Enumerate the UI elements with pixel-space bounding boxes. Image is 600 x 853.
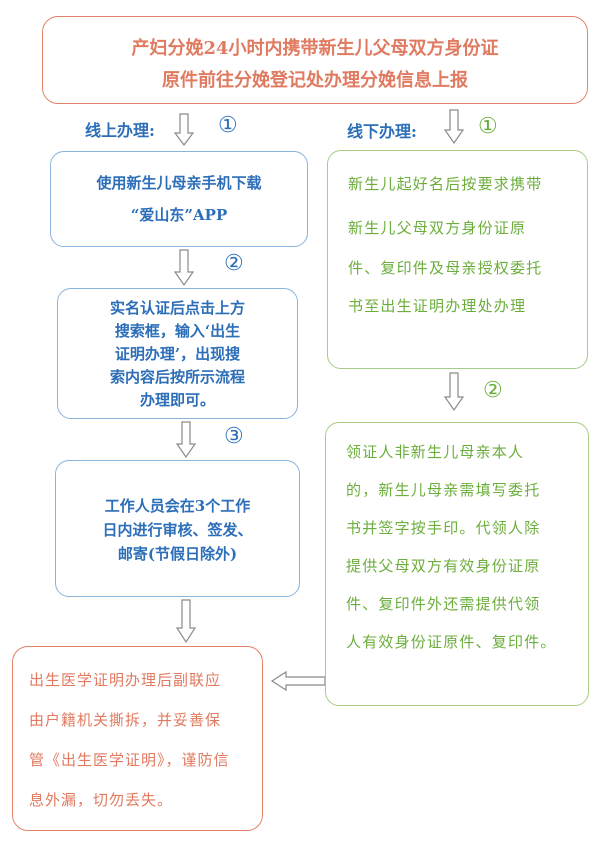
online-box-2: 实名认证后点击上方 搜索框，输入‘出生 证明办理’，出现搜 索内容后按所示流程 … — [57, 288, 298, 419]
offline-box-1: 新生儿起好名后按要求携带 新生儿父母双方身份证原 件、复印件及母亲授权委托 书至… — [327, 150, 588, 369]
offline-box-1-line: 新生儿起好名后按要求携带 — [348, 175, 543, 193]
online-box-1: 使用新生儿母亲手机下载 “爱山东”APP — [50, 151, 308, 247]
arrow-online-1 — [173, 113, 195, 146]
offline-box-2-line: 的，新生儿母亲需填写委托 — [346, 481, 541, 499]
online-step-2: ② — [224, 251, 244, 276]
online-box-3-line: 工作人员会在3个工作 — [104, 497, 251, 515]
online-box-2-line: 实名认证后点击上方 — [109, 299, 245, 317]
final-notice-box: 出生医学证明办理后副联应 由户籍机关撕拆，并妥善保 管《出生医学证明》，谨防信 … — [12, 646, 263, 831]
online-box-1-line: “爱山东”APP — [130, 206, 228, 224]
online-box-3-line: 日内进行审核、签发、 — [102, 521, 253, 539]
online-box-2-line: 搜索框，输入‘出生 — [114, 322, 241, 340]
offline-box-2-line: 书并签字按手印。代领人除 — [346, 519, 541, 537]
offline-step-2: ② — [483, 378, 503, 403]
arrow-online-4 — [175, 599, 197, 644]
offline-step-1: ① — [478, 114, 498, 139]
online-box-2-line: 索内容后按所示流程 — [109, 368, 245, 386]
offline-box-1-line: 新生儿父母双方身份证原 — [348, 219, 527, 237]
offline-box-2-line: 领证人非新生儿母亲本人 — [346, 443, 525, 461]
offline-box-2-line: 提供父母双方有效身份证原 — [346, 557, 541, 575]
offline-box-1-line: 件、复印件及母亲授权委托 — [348, 259, 543, 277]
offline-label: 线下办理: — [347, 122, 417, 141]
final-notice-line: 管《出生医学证明》，谨防信 — [29, 751, 230, 769]
online-step-3: ③ — [224, 424, 244, 449]
final-notice-line: 由户籍机关撕拆，并妥善保 — [29, 711, 222, 729]
final-notice-line: 出生医学证明办理后副联应 — [29, 671, 222, 689]
online-box-3-line: 邮寄(节假日除外) — [117, 545, 238, 563]
arrow-offline-2 — [443, 372, 465, 412]
arrow-to-final — [270, 670, 326, 692]
offline-box-2-line: 人有效身份证原件、复印件。 — [346, 633, 557, 651]
offline-box-2-line: 件、复印件外还需提供代领 — [346, 595, 541, 613]
arrow-offline-1 — [443, 109, 465, 145]
arrow-online-3 — [175, 421, 197, 459]
arrow-online-2 — [173, 249, 195, 287]
online-step-1: ① — [218, 113, 238, 138]
final-notice-line: 息外漏，切勿丢失。 — [29, 791, 174, 809]
offline-box-2: 领证人非新生儿母亲本人 的，新生儿母亲需填写委托 书并签字按手印。代领人除 提供… — [325, 422, 589, 706]
header-line-2: 原件前往分娩登记处办理分娩信息上报 — [162, 70, 468, 91]
online-box-2-line: 证明办理’，出现搜 — [114, 345, 241, 363]
online-box-1-line: 使用新生儿母亲手机下载 — [96, 174, 262, 192]
header-line-1: 产妇分娩24小时内携带新生儿父母双方身份证 — [131, 38, 499, 59]
online-box-2-line: 办理即可。 — [139, 391, 215, 409]
header-box: 产妇分娩24小时内携带新生儿父母双方身份证 原件前往分娩登记处办理分娩信息上报 — [42, 16, 588, 104]
online-box-3: 工作人员会在3个工作 日内进行审核、签发、 邮寄(节假日除外) — [55, 460, 300, 597]
online-label: 线上办理: — [85, 121, 155, 140]
offline-box-1-line: 书至出生证明办理处办理 — [348, 297, 527, 315]
